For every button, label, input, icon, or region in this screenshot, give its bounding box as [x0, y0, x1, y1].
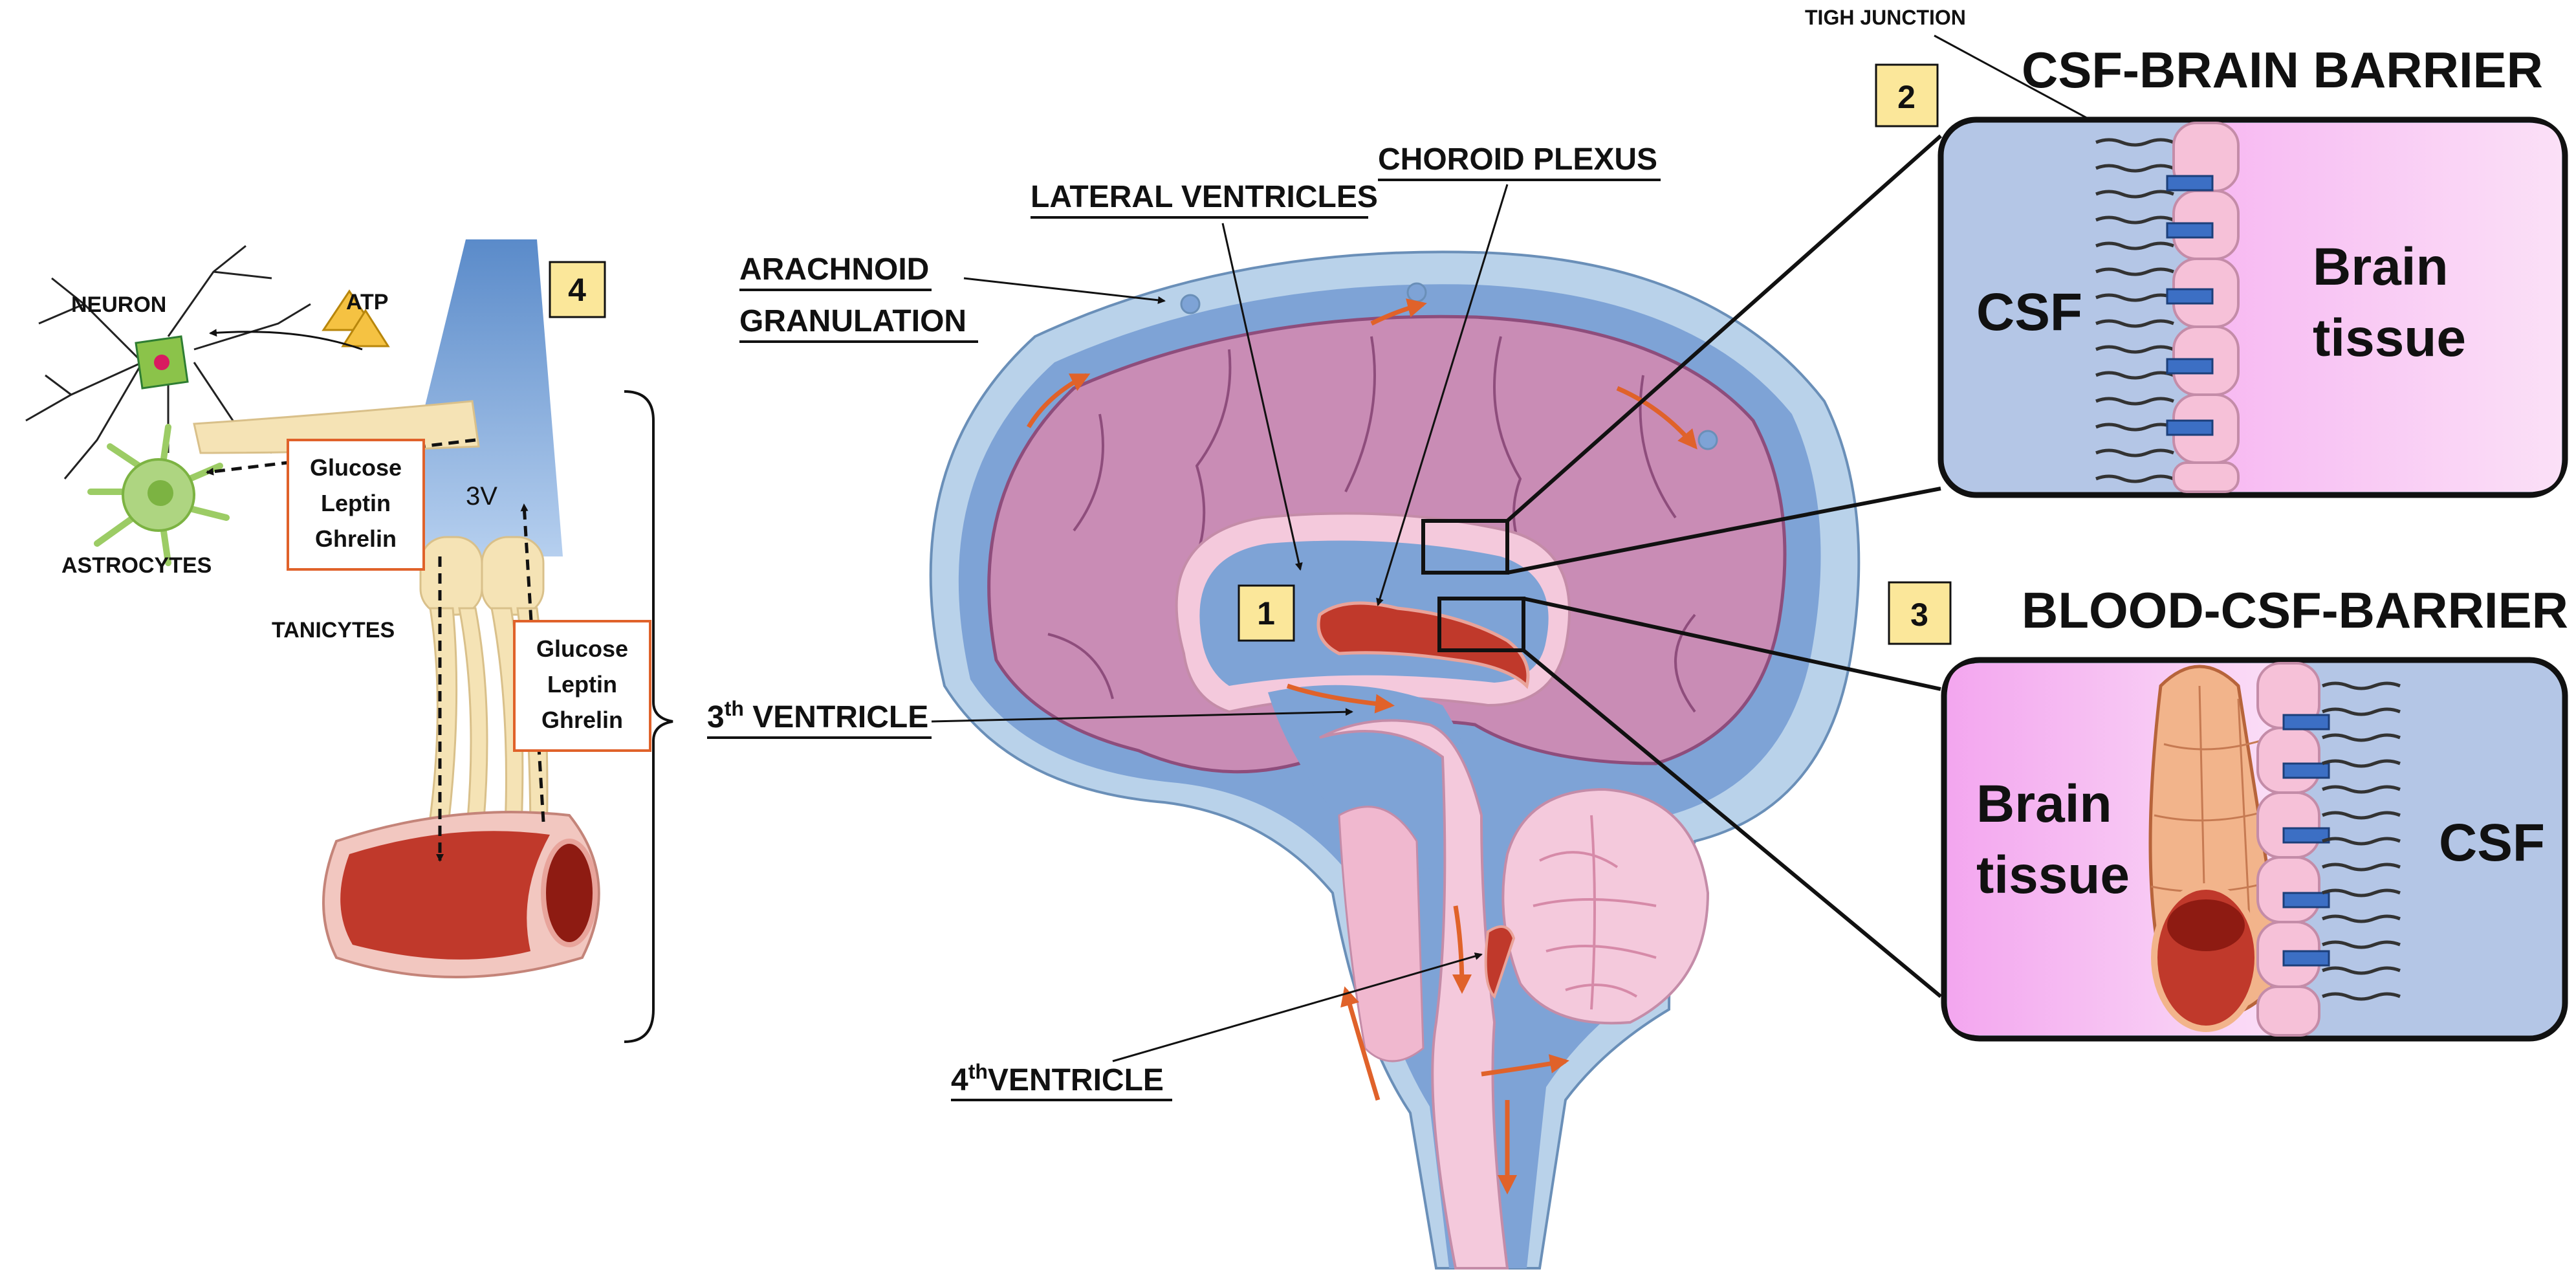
hormone-box-2-line3: Ghrelin	[541, 707, 623, 733]
panel2-brain-tissue	[2206, 123, 2562, 492]
sulci	[1047, 336, 1696, 713]
hormone-box-1-line1: Glucose	[310, 454, 402, 481]
brainstem	[1319, 719, 1509, 1270]
marker-1-label: 1	[1257, 595, 1275, 632]
choroid-plexus-label: CHOROID PLEXUS	[1378, 142, 1657, 177]
hormone-box-2	[513, 620, 651, 752]
marker-4	[549, 261, 606, 318]
panel2-cilia	[2095, 138, 2174, 483]
csf-flow-arrows	[1026, 298, 1697, 1194]
brain-labels: ARACHNOID GRANULATION LATERAL VENTRICLES…	[707, 142, 1661, 1101]
brain-sagittal-diagram: 1	[929, 134, 1942, 1270]
tigh-junction-label: TIGH JUNCTION	[1805, 6, 1966, 29]
choroid-plexus	[1316, 601, 1530, 689]
blood-csf-barrier-panel: BLOOD-CSF-BARRIER 3	[1888, 581, 2568, 1042]
blood-csf-barrier-title: BLOOD-CSF-BARRIER	[2022, 582, 2568, 639]
third-v-label: 3V	[466, 482, 497, 511]
hypothalamus-panel: Glucose Leptin Ghrelin Glucose Leptin Gh…	[25, 239, 673, 1043]
hormone-box-2-line2: Leptin	[547, 671, 617, 698]
neuron-label: NEURON	[71, 292, 166, 317]
atp-icon	[322, 289, 390, 347]
lateral-ventricles-label: LATERAL VENTRICLES	[1031, 180, 1378, 214]
astrocytes-label: ASTROCYTES	[61, 553, 212, 578]
tanicytes-label: TANICYTES	[272, 618, 395, 643]
panel3-brain-label-2: tissue	[1976, 846, 2130, 905]
csf-brain-barrier-title: CSF-BRAIN BARRIER	[2022, 41, 2543, 98]
panel2-tight-junctions	[2166, 175, 2214, 436]
hormone-box-1-line2: Leptin	[321, 490, 391, 516]
astrocyte-icon	[87, 424, 230, 566]
choroid-plexus-4th	[1484, 925, 1516, 999]
hormone-box-1	[287, 439, 425, 571]
panel3-ependymal-cells	[2256, 662, 2320, 1037]
marker-2-label: 2	[1897, 79, 1916, 115]
zoom-box-2	[1421, 519, 1509, 575]
panel4-bracket	[624, 390, 673, 1043]
third-ventricle-funnel	[388, 239, 563, 556]
marker-4-label: 4	[568, 272, 586, 308]
third-ventricle-label: 3th VENTRICLE	[707, 697, 928, 734]
panel2-brain-label-1: Brain	[2313, 237, 2449, 296]
panel3-cilia	[2322, 681, 2401, 1001]
cerebellum	[1501, 787, 1710, 1025]
pons	[1338, 806, 1424, 1062]
zoom-box-3	[1437, 597, 1525, 652]
atp-label: ATP	[346, 290, 388, 314]
panel3-tight-junctions	[2282, 714, 2330, 967]
panel3-brain-label-1: Brain	[1976, 775, 2112, 833]
arachnoid-label-line2: GRANULATION	[739, 304, 966, 338]
fourth-ventricle-label: 4thVENTRICLE	[951, 1060, 1164, 1097]
csf-brain-barrier-panel: CSF-BRAIN BARRIER TIGH JUNCTION 2	[1805, 6, 2568, 498]
blood-vessel-icon	[322, 811, 600, 978]
panel3-csf-label: CSF	[2439, 813, 2545, 872]
arachnoid-granulations	[1180, 282, 1718, 450]
atp-arrow	[209, 329, 363, 351]
hormone-box-2-line1: Glucose	[536, 635, 628, 662]
panel2-brain-label-2: tissue	[2313, 309, 2466, 368]
panel2-csf-label: CSF	[1976, 283, 2082, 342]
marker-3	[1888, 581, 1952, 645]
marker-2	[1875, 63, 1939, 127]
hormone-box-1-line3: Ghrelin	[315, 525, 397, 552]
arachnoid-label-line1: ARACHNOID	[739, 252, 929, 287]
marker-3-label: 3	[1910, 597, 1928, 633]
marker-1	[1238, 584, 1295, 642]
zoom-connectors	[1506, 134, 1942, 998]
